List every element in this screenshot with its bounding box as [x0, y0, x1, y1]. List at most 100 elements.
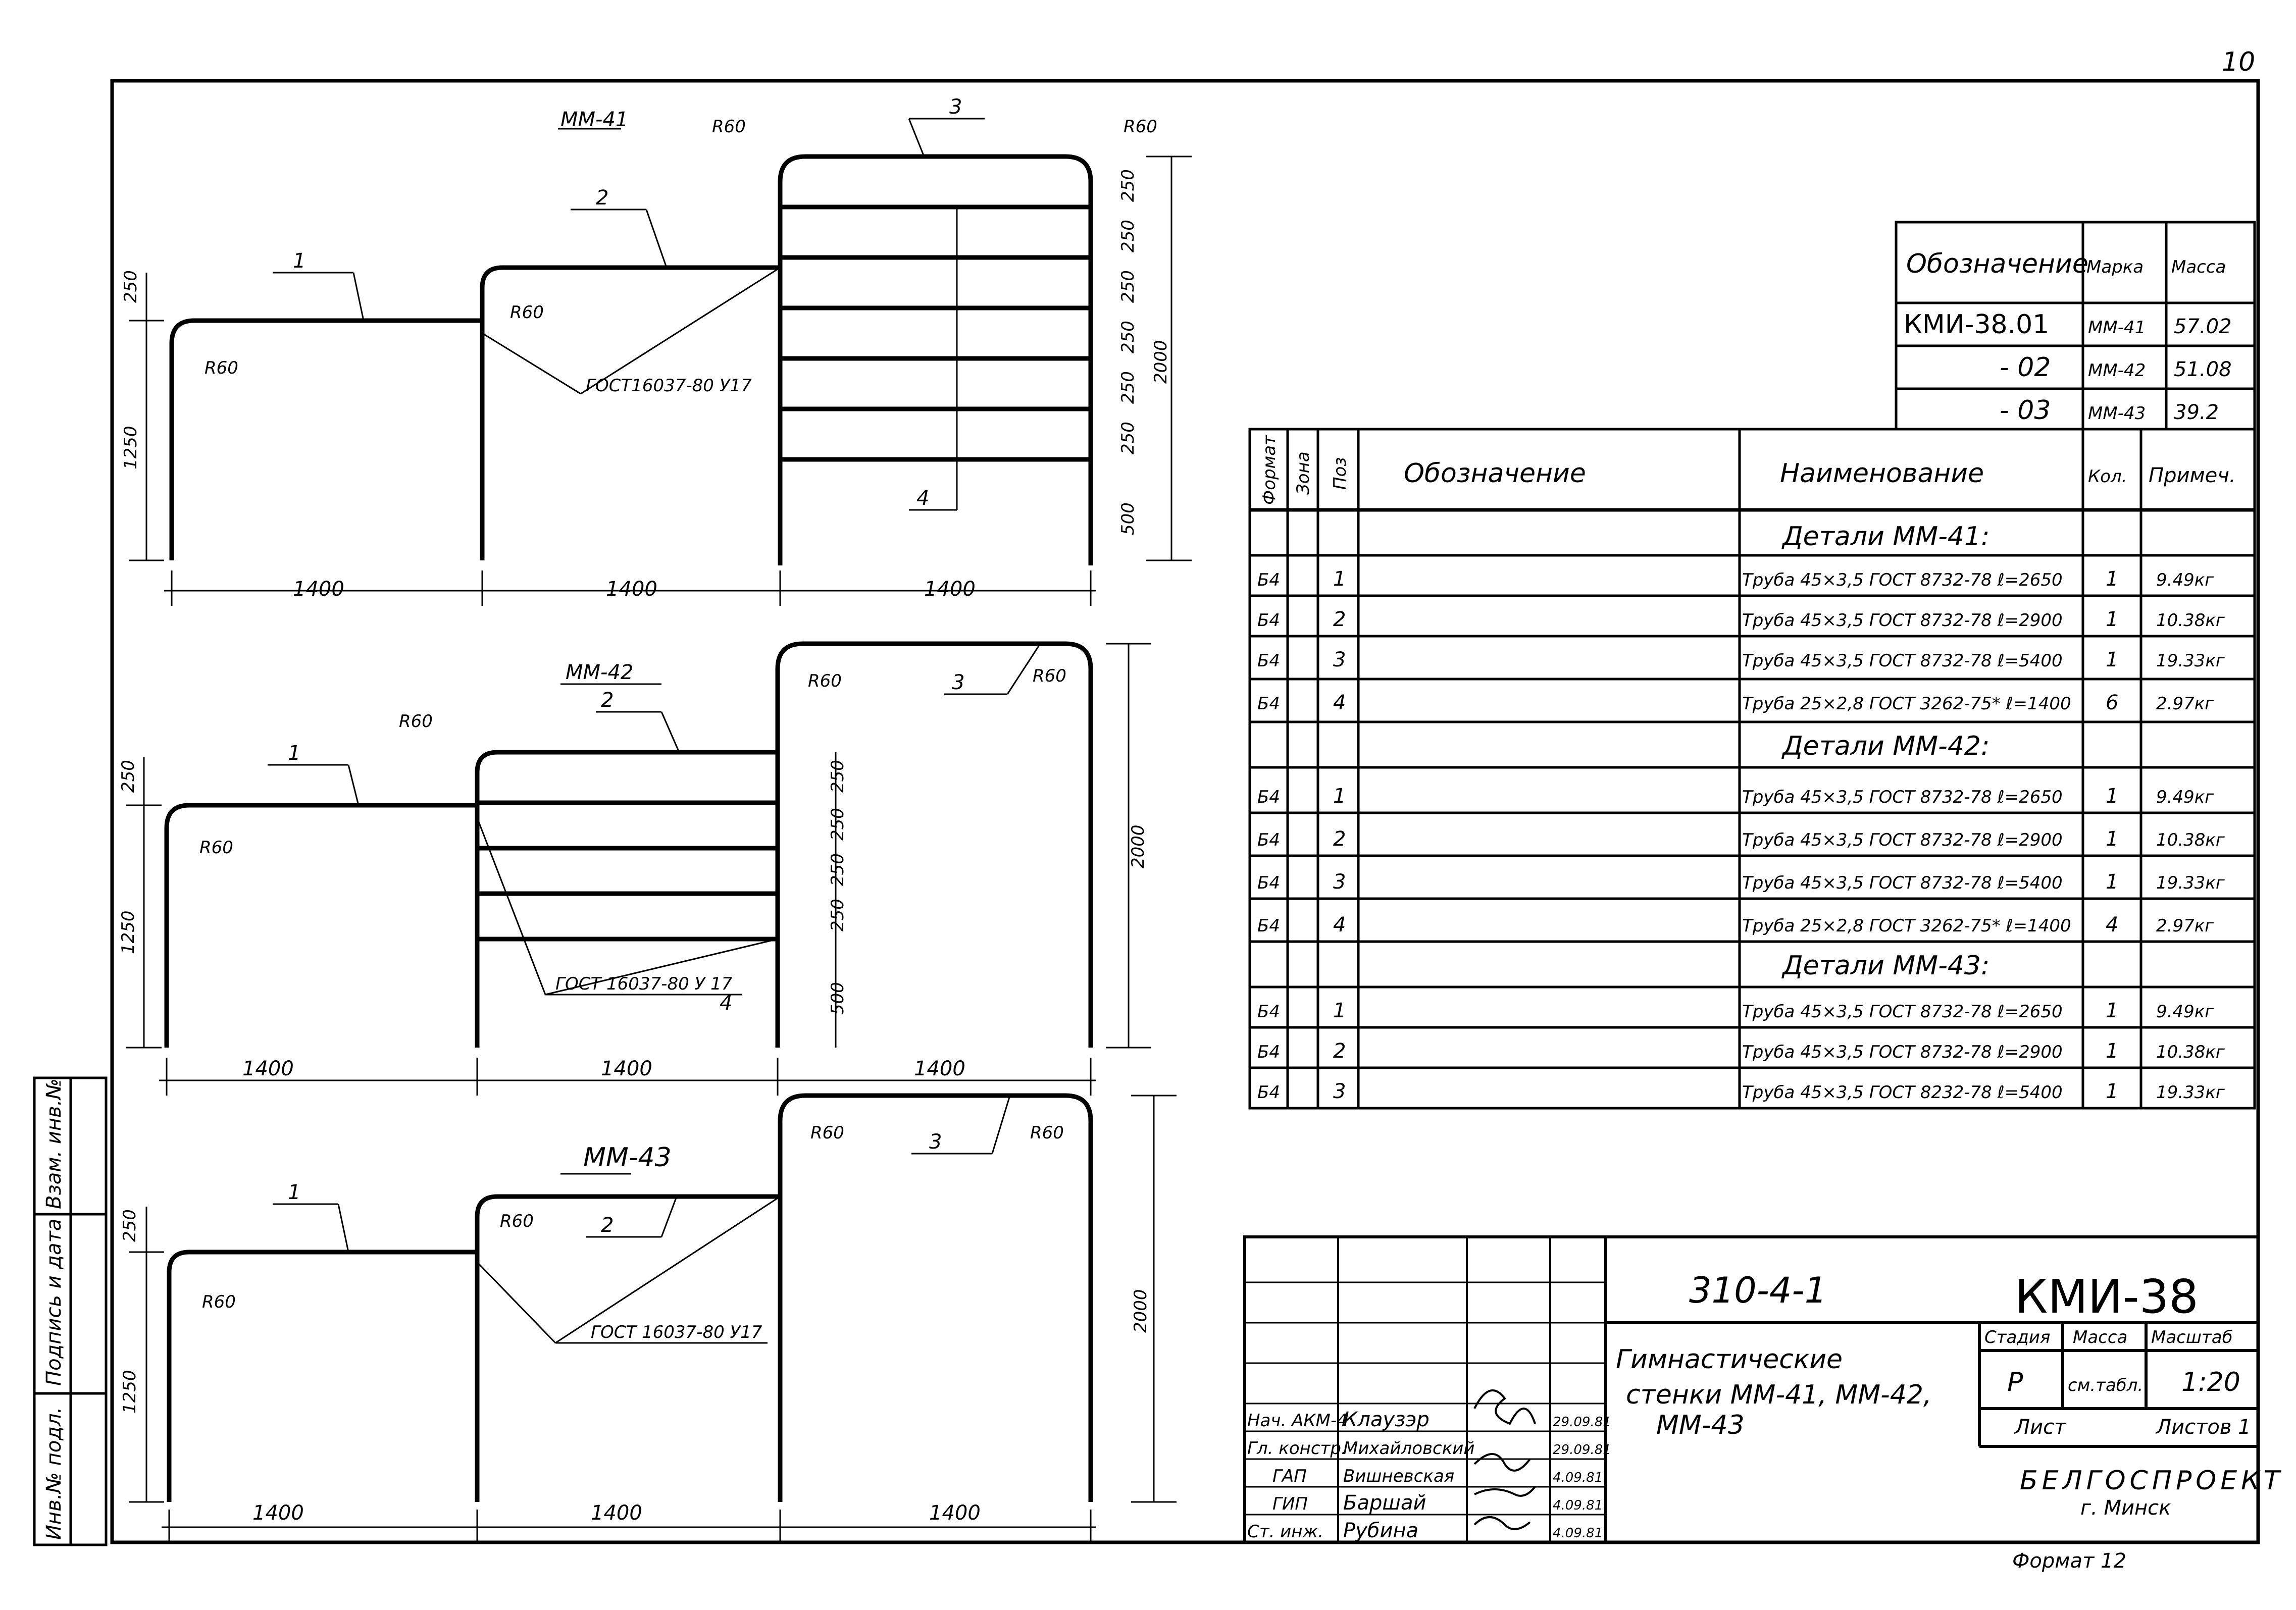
mass-label: Масса	[2073, 1327, 2127, 1347]
frame-mm41	[169, 154, 1093, 565]
rungs-mm42	[477, 800, 778, 942]
svg-text:1: 1	[1333, 785, 1346, 808]
rungs-mm41	[780, 204, 1091, 462]
side-stamp	[33, 1076, 108, 1546]
svg-text:4.09.81: 4.09.81	[1553, 1526, 1603, 1541]
svg-text:19.33кг: 19.33кг	[2156, 873, 2225, 893]
dim-1250-mm43: 1250	[120, 1370, 140, 1414]
mass-row1-mark: ММ-41	[2088, 318, 2146, 338]
mass-row2-mass: 51.08	[2174, 358, 2232, 381]
description-line2: стенки ММ-41, ММ-42,	[1626, 1380, 1932, 1410]
svg-text:Труба 45×3,5 ГОСТ 8732-78 ℓ=29: Труба 45×3,5 ГОСТ 8732-78 ℓ=2900	[1742, 830, 2063, 850]
svg-text:Клаузэр: Клаузэр	[1343, 1408, 1430, 1431]
mass-table	[1895, 221, 2256, 431]
pipe-3-mm42	[775, 641, 1093, 1048]
svg-text:250: 250	[1118, 270, 1138, 303]
description-line1: Гимнастические	[1616, 1344, 1843, 1375]
spec-h-zone: Зона	[1293, 451, 1313, 495]
svg-text:Труба 45×3,5 ГОСТ 8732-78 ℓ=26: Труба 45×3,5 ГОСТ 8732-78 ℓ=2650	[1742, 570, 2063, 590]
spec-body: Детали ММ-41: Б4 1 Труба 45×3,5 ГОСТ 873…	[1257, 522, 2225, 1103]
svg-text:250: 250	[828, 899, 848, 931]
span-3-mm42: 1400	[914, 1057, 965, 1080]
gost-mm41: ГОСТ16037-80 У17	[586, 376, 752, 396]
spec-h-name: Наименование	[1780, 458, 1984, 489]
pipe-2-mm43	[475, 1194, 780, 1252]
stage-label: Стадия	[1984, 1327, 2050, 1347]
span-1-mm42: 1400	[242, 1057, 294, 1080]
svg-text:3: 3	[1333, 648, 1346, 671]
svg-text:10.38кг: 10.38кг	[2156, 830, 2225, 850]
svg-text:250: 250	[1118, 169, 1138, 202]
pipe-3-mm43	[778, 1093, 1093, 1502]
svg-text:Б4: Б4	[1257, 873, 1280, 893]
radius-b-mm42: R60	[808, 671, 842, 691]
svg-text:2.97кг: 2.97кг	[2156, 694, 2214, 714]
radius-a-mm43: R60	[500, 1211, 534, 1231]
svg-text:9.49кг: 9.49кг	[2156, 570, 2214, 590]
tag-1-mm42: 1	[288, 742, 300, 765]
svg-text:4.09.81: 4.09.81	[1553, 1498, 1603, 1513]
annotations-mm41	[129, 118, 1192, 606]
svg-text:Б4: Б4	[1257, 610, 1280, 631]
annotations-mm43	[129, 1095, 1177, 1542]
svg-text:1: 1	[2106, 870, 2118, 894]
svg-text:Б4: Б4	[1257, 830, 1280, 850]
radius-d-mm42: R60	[199, 838, 233, 858]
radius-a-mm41: R60	[712, 117, 746, 137]
svg-text:Михайловский: Михайловский	[1343, 1438, 1474, 1459]
svg-text:4: 4	[1333, 913, 1346, 937]
annotations-mm42	[126, 643, 1151, 1096]
mass-table-h2: Марка	[2086, 257, 2144, 277]
svg-text:Труба 45×3,5 ГОСТ 8732-78 ℓ=54: Труба 45×3,5 ГОСТ 8732-78 ℓ=5400	[1742, 651, 2063, 671]
mass-row3-mark: ММ-43	[2088, 403, 2146, 424]
group-title: Детали ММ-42:	[1781, 731, 1990, 761]
tag-4-mm41: 4	[916, 487, 929, 510]
span-2-mm41: 1400	[606, 578, 657, 601]
gost-mm43: ГОСТ 16037-80 У17	[591, 1322, 762, 1342]
pipe-1-mm41	[169, 318, 485, 560]
radius-b-mm43: R60	[810, 1123, 844, 1143]
spec-h-pos: Поз	[1330, 457, 1350, 490]
mark-mm43: ММ-43	[583, 1142, 672, 1173]
tag-3-mm43: 3	[929, 1130, 942, 1154]
project-number: 310-4-1	[1689, 1270, 1827, 1311]
title-block	[1243, 1235, 2260, 1544]
svg-text:ГИП: ГИП	[1272, 1494, 1308, 1514]
sheets-label: Листов 1	[2155, 1416, 2251, 1439]
mass-table-h3: Масса	[2171, 257, 2226, 277]
svg-text:250: 250	[828, 760, 848, 793]
svg-text:9.49кг: 9.49кг	[2156, 787, 2214, 807]
side-replace-label: Взам. инв.№	[42, 1078, 66, 1209]
radius-d-mm43: R60	[202, 1292, 236, 1312]
mass-row2-code: - 02	[2000, 352, 2051, 383]
spec-h-note: Примеч.	[2149, 464, 2236, 487]
tag-2-mm43: 2	[601, 1214, 614, 1237]
svg-text:Вишневская: Вишневская	[1343, 1466, 1454, 1486]
group-title: Детали ММ-41:	[1781, 522, 1990, 552]
svg-text:Б4: Б4	[1257, 1082, 1280, 1103]
svg-text:Труба 25×2,8 ГОСТ 3262-75* ℓ=1: Труба 25×2,8 ГОСТ 3262-75* ℓ=1400	[1742, 916, 2071, 936]
span-2-mm43: 1400	[591, 1501, 642, 1525]
svg-text:Б4: Б4	[1257, 570, 1280, 590]
dim-2000-mm41: 2000	[1151, 340, 1171, 384]
svg-text:Труба 45×3,5 ГОСТ 8732-78 ℓ=26: Труба 45×3,5 ГОСТ 8732-78 ℓ=2650	[1742, 1002, 2063, 1022]
description-line3: ММ-43	[1656, 1410, 1745, 1440]
radius-c-mm42: R60	[1033, 666, 1066, 686]
svg-text:250: 250	[1118, 371, 1138, 404]
svg-text:Б4: Б4	[1257, 787, 1280, 807]
svg-text:Труба 45×3,5 ГОСТ 8232-78 ℓ=54: Труба 45×3,5 ГОСТ 8232-78 ℓ=5400	[1742, 1082, 2063, 1103]
pipe-2-mm41	[480, 265, 780, 321]
svg-text:3: 3	[1333, 1080, 1346, 1103]
frame-mm42	[164, 641, 1093, 1048]
svg-text:500: 500	[828, 982, 848, 1015]
svg-text:2.97кг: 2.97кг	[2156, 916, 2214, 936]
mass-row2-mark: ММ-42	[2088, 360, 2146, 381]
svg-text:19.33кг: 19.33кг	[2156, 1082, 2225, 1103]
tag-2-mm41: 2	[596, 186, 608, 210]
sheet-label: Лист	[2014, 1416, 2067, 1439]
spec-h-designation: Обозначение	[1404, 458, 1586, 489]
svg-text:10.38кг: 10.38кг	[2156, 610, 2225, 631]
svg-text:29.09.81: 29.09.81	[1553, 1442, 1611, 1458]
scale-label: Масштаб	[2151, 1327, 2233, 1347]
